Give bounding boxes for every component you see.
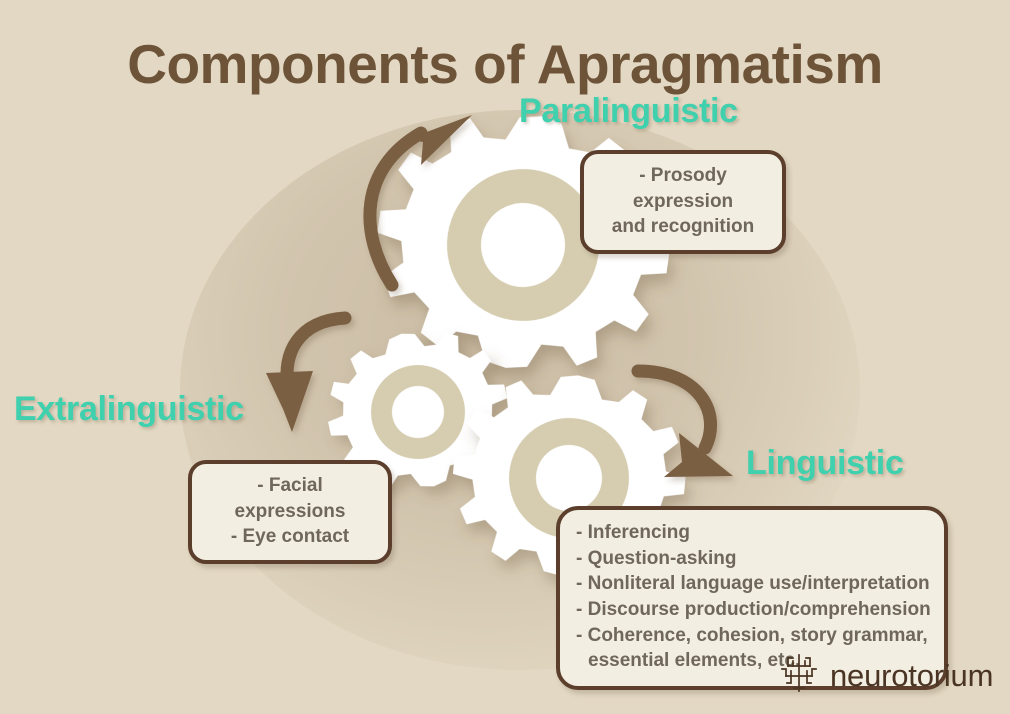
label-paralinguistic: Paralinguistic <box>519 92 738 130</box>
brand-logo: neurotorium <box>780 652 993 699</box>
callout-line: essential elements, etc. <box>588 650 801 672</box>
neuron-icon <box>780 652 818 699</box>
arrow-to-paralinguistic <box>363 115 472 292</box>
arrow-to-linguistic <box>631 364 733 477</box>
callout-line: - Facial expressions <box>234 475 346 522</box>
callout-line: - Discourse production/comprehension <box>576 598 931 620</box>
brand-name: neurotorium <box>830 657 994 693</box>
callout-line: and recognition <box>611 216 755 238</box>
arrow-to-extralinguistic <box>266 311 352 432</box>
callout-line: - Eye contact <box>230 526 350 548</box>
label-extralinguistic: Extralinguistic <box>14 390 244 428</box>
label-linguistic: Linguistic <box>746 444 904 482</box>
callout-line: - Coherence, cohesion, story grammar, <box>576 624 928 646</box>
callout-line: - Prosody expression <box>632 165 734 212</box>
callout-line: - Inferencing <box>576 522 691 543</box>
callout-extralinguistic: - Facial expressions - Eye contact <box>188 460 392 564</box>
callout-line: - Nonliteral language use/interpretation <box>576 573 930 595</box>
callout-paralinguistic: - Prosody expression and recognition <box>580 150 786 254</box>
neuron-icon-svg <box>781 654 817 692</box>
callout-linguistic: - Inferencing - Question-asking - Nonlit… <box>556 506 948 690</box>
page-title: Components of Apragmatism <box>127 33 883 95</box>
callout-line: - Question-asking <box>576 547 737 569</box>
